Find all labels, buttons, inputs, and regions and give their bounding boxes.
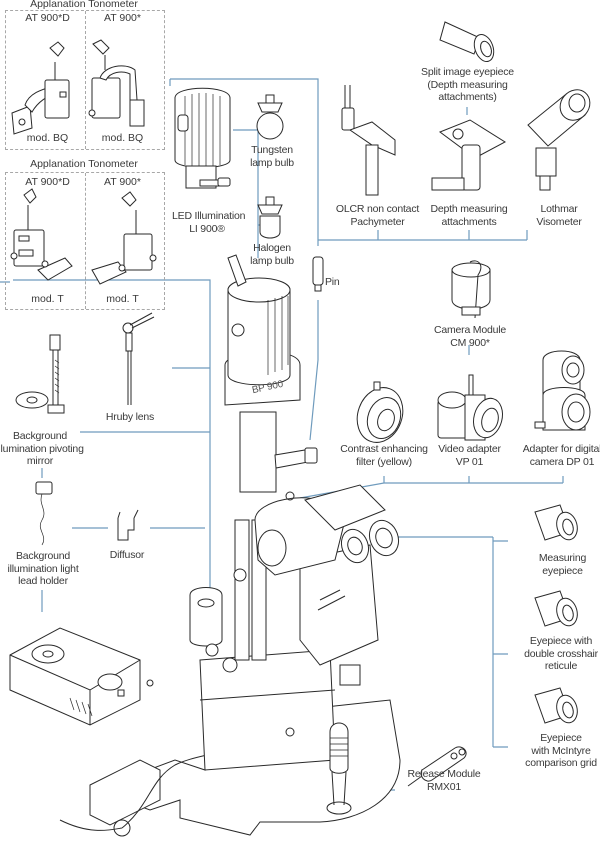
diffusor-drawing (117, 509, 139, 541)
tonometer-model-label: AT 900* (104, 176, 141, 188)
halogen-lamp-label: Halogen lamp bulb (250, 242, 294, 267)
pin-drawing (312, 256, 324, 292)
hruby-lens-drawing (122, 312, 155, 405)
hruby-lens-label: Hruby lens (105, 411, 155, 423)
tonometer-box-bq (5, 10, 165, 150)
depth-measuring-label: Depth measuring attachments (430, 203, 508, 228)
led-illumination-drawing (174, 87, 231, 189)
tonometer-at900d-t-drawing (10, 188, 73, 281)
tungsten-lamp-label: Tungsten lamp bulb (250, 144, 294, 169)
connector-pin (309, 300, 319, 441)
lothmar-visometer-drawing (527, 89, 591, 191)
release-module-drawing (407, 746, 467, 787)
connector-top-frame (170, 78, 319, 246)
halogen-bulb-drawing (257, 196, 283, 239)
connector-tonometer (13, 279, 211, 590)
connector-top-accessories (318, 230, 528, 241)
tonometer-model-label: AT 900* (104, 12, 141, 24)
tonometer-at900-bq-drawing (88, 39, 145, 127)
mcintyre-eyepiece-label: Eyepiece with McIntyre comparison grid (525, 732, 597, 769)
tonometer-variant-label: mod. T (31, 293, 64, 305)
crosshair-eyepiece-drawing (534, 590, 578, 627)
tungsten-bulb-drawing (256, 94, 284, 140)
digital-camera-adapter-label: Adapter for digital camera DP 01 (522, 443, 600, 468)
tonometer-variant-label: mod. T (106, 293, 139, 305)
light-lead-holder-label: Background illumination light lead holde… (7, 550, 79, 587)
pin-label: Pin (325, 276, 340, 288)
connector-eyepieces (395, 536, 508, 748)
release-module-label: Release Module RMX01 (407, 768, 481, 793)
depth-measuring-attachment-drawing (431, 119, 506, 191)
olcr-pachymeter-label: OLCR non contact Pachymeter (335, 203, 420, 228)
light-lead-holder-drawing (35, 481, 53, 546)
contrast-filter-label: Contrast enhancing filter (yellow) (340, 443, 428, 468)
olcr-pachymeter-drawing (341, 85, 396, 196)
lothmar-visometer-label: Lothmar Visometer (536, 203, 582, 228)
video-adapter-drawing (437, 374, 503, 441)
contrast-filter-drawing (356, 381, 404, 443)
digital-camera-adapter-drawing (534, 350, 591, 431)
measuring-eyepiece-label: Measuring eyepiece (538, 552, 587, 577)
slit-lamp-main-unit-drawing (59, 254, 401, 837)
tonometer-at900-t-drawing (91, 191, 157, 285)
tonometer-variant-label: mod. BQ (101, 132, 144, 144)
background-illumination-box-drawing (9, 627, 154, 726)
tonometer-group-title-t: Applanation Tonometer (30, 158, 138, 170)
tonometer-group-title-bq: Applanation Tonometer (30, 0, 138, 10)
connector-imaging (299, 476, 564, 499)
measuring-eyepiece-drawing (534, 504, 578, 541)
tonometer-at900d-bq-drawing (11, 41, 70, 135)
split-image-eyepiece-label: Split image eyepiece (Depth measuring at… (421, 66, 514, 103)
tonometer-variant-label: mod. BQ (26, 132, 69, 144)
tonometer-box-divider (85, 11, 86, 149)
split-image-eyepiece-drawing (439, 21, 495, 63)
tonometer-box-divider (85, 173, 86, 309)
tonometer-box-t (5, 172, 165, 310)
mcintyre-eyepiece-drawing (534, 687, 578, 724)
tonometer-model-label: AT 900*D (25, 176, 70, 188)
tonometer-model-label: AT 900*D (25, 12, 70, 24)
led-illumination-label: LED Illumination LI 900® (172, 210, 246, 235)
camera-module-label: Camera Module CM 900* (433, 324, 507, 349)
diffusor-label: Diffusor (109, 549, 145, 561)
crosshair-eyepiece-label: Eyepiece with double crosshair reticule (524, 635, 598, 672)
video-adapter-label: Video adapter VP 01 (438, 443, 501, 468)
camera-module-drawing (451, 260, 491, 319)
pivoting-mirror-label: Background illumination pivoting mirror (0, 430, 84, 467)
pivoting-mirror-drawing (15, 334, 65, 414)
